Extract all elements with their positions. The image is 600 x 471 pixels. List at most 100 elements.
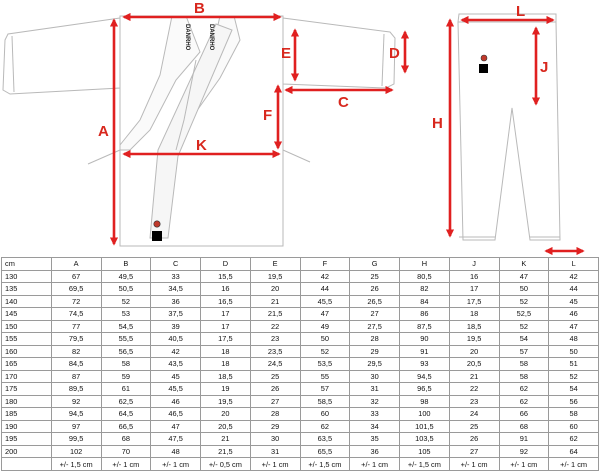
measure-cell: 61 <box>100 382 152 396</box>
measure-cell: 44 <box>299 282 351 296</box>
size-cell: 195 <box>1 432 52 446</box>
measure-cell: 26 <box>249 382 301 396</box>
measure-cell: 22 <box>448 382 500 396</box>
measure-cell: 49 <box>299 319 351 333</box>
measure-cell: 37,5 <box>150 307 201 321</box>
measure-cell: 99,5 <box>50 432 102 446</box>
measure-cell: 56,5 <box>100 344 152 358</box>
measure-cell: 17 <box>200 319 251 333</box>
measure-cell: 34 <box>349 419 400 433</box>
jacket-label-patch <box>152 231 162 241</box>
measure-cell: 55 <box>299 369 351 383</box>
measure-cell: 56 <box>548 394 599 408</box>
measure-cell: 36 <box>349 444 400 458</box>
measure-cell: 82 <box>50 344 102 358</box>
measure-cell: 21,5 <box>200 444 251 458</box>
measure-cell: 21 <box>200 432 251 446</box>
measure-cell: 19,5 <box>200 394 251 408</box>
measure-cell: 59 <box>100 369 152 383</box>
measure-cell: 27 <box>349 307 400 321</box>
measure-cell: 62 <box>299 419 351 433</box>
tolerance-cell: +/- 1 cm <box>249 457 301 471</box>
measure-cell: 39 <box>150 319 201 333</box>
measure-cell: 52 <box>498 319 550 333</box>
header-b: B <box>100 257 152 271</box>
measure-cell: 25 <box>249 369 301 383</box>
measure-cell: 105 <box>399 444 450 458</box>
measure-cell: 60 <box>299 407 351 421</box>
header-g: G <box>349 257 400 271</box>
measure-cell: 65,5 <box>299 444 351 458</box>
measure-cell: 53,5 <box>299 357 351 371</box>
label-a: A <box>98 123 109 140</box>
measure-cell: 21 <box>249 294 301 308</box>
measure-cell: 17 <box>200 307 251 321</box>
measure-cell: 29 <box>249 419 301 433</box>
size-cell: 170 <box>1 369 52 383</box>
size-cell: 130 <box>1 269 52 283</box>
measure-cell: 20,5 <box>448 357 500 371</box>
measure-cell: 18 <box>448 307 500 321</box>
measure-cell: 69,5 <box>50 282 102 296</box>
measure-cell: 101,5 <box>399 419 450 433</box>
measure-cell: 43,5 <box>150 357 201 371</box>
measure-cell: 29 <box>349 344 400 358</box>
measure-cell: 68 <box>498 419 550 433</box>
measure-cell: 84 <box>399 294 450 308</box>
measure-cell: 15,5 <box>200 269 251 283</box>
measure-cell: 20 <box>200 407 251 421</box>
measure-cell: 94,5 <box>50 407 102 421</box>
header-h: H <box>399 257 450 271</box>
measure-cell: 27,5 <box>349 319 400 333</box>
measure-cell: 21 <box>448 369 500 383</box>
measure-cell: 16,5 <box>200 294 251 308</box>
measure-cell: 36 <box>150 294 201 308</box>
header-c: C <box>150 257 201 271</box>
measure-cell: 31 <box>249 444 301 458</box>
measure-cell: 45 <box>548 294 599 308</box>
measure-cell: 19,5 <box>448 332 500 346</box>
measure-cell: 54,5 <box>100 319 152 333</box>
pants-logo-icon <box>480 54 488 62</box>
measure-cell: 22 <box>249 319 301 333</box>
measure-cell: 63,5 <box>299 432 351 446</box>
measure-cell: 21,5 <box>249 307 301 321</box>
measure-cell: 45,5 <box>150 382 201 396</box>
measure-cell: 49,5 <box>100 269 152 283</box>
measure-cell: 52,5 <box>498 307 550 321</box>
measure-cell: 66,5 <box>100 419 152 433</box>
measure-cell: 64 <box>548 444 599 458</box>
measure-cell: 90 <box>399 332 450 346</box>
measure-cell: 50 <box>299 332 351 346</box>
measure-cell: 30 <box>249 432 301 446</box>
measure-cell: 53 <box>100 307 152 321</box>
measure-cell: 17 <box>448 282 500 296</box>
tolerance-cell: +/- 1 cm <box>448 457 500 471</box>
measure-cell: 58 <box>548 407 599 421</box>
belt-lettering-left: DANRHO <box>184 24 190 51</box>
measure-cell: 74,5 <box>50 307 102 321</box>
measure-cell: 58 <box>100 357 152 371</box>
measure-cell: 86 <box>399 307 450 321</box>
measure-cell: 84,5 <box>50 357 102 371</box>
measure-cell: 47 <box>150 419 201 433</box>
measure-cell: 18 <box>200 344 251 358</box>
measure-cell: 89,5 <box>50 382 102 396</box>
header-j: J <box>448 257 500 271</box>
measure-cell: 34,5 <box>150 282 201 296</box>
label-e: E <box>281 45 291 62</box>
measure-cell: 92 <box>498 444 550 458</box>
measure-cell: 93 <box>399 357 450 371</box>
measure-cell: 50 <box>548 344 599 358</box>
tolerance-cell: +/- 1,5 cm <box>50 457 102 471</box>
measure-cell: 26 <box>349 282 400 296</box>
label-h: H <box>432 115 443 132</box>
measure-cell: 19,5 <box>249 269 301 283</box>
